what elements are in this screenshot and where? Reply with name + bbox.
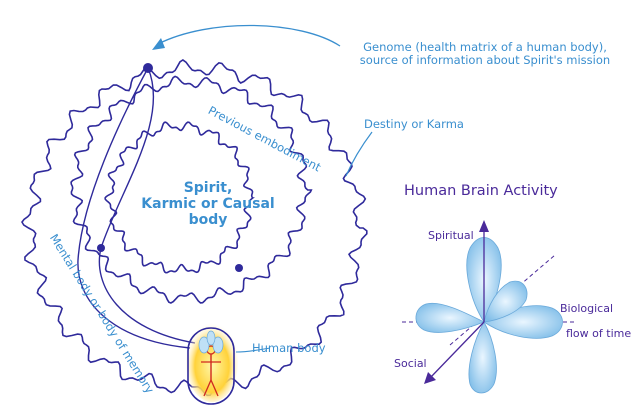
middle-wavy-loop xyxy=(70,75,313,304)
destiny-label: Destiny or Karma xyxy=(364,117,464,131)
spirit-label-line1: Spirit, xyxy=(183,180,233,196)
petal-upper-right xyxy=(483,280,528,323)
genome-node xyxy=(143,63,153,73)
brain-axis-diagonal xyxy=(449,254,556,346)
strand-to-body-3 xyxy=(100,67,155,249)
human-body-label: Human body xyxy=(252,341,326,355)
human-figure-icon xyxy=(198,330,224,397)
brain-activity-graph xyxy=(402,220,575,394)
spirit-label-line3: body xyxy=(188,212,228,229)
human-body-capsule xyxy=(187,327,235,405)
genome-label: Genome (health matrix of a human body), … xyxy=(340,40,630,68)
spiritual-arrowhead xyxy=(479,220,489,232)
spirit-center-label: Spirit, Karmic or Causal body xyxy=(138,180,278,228)
spirit-label-line2: Karmic or Causal xyxy=(141,196,275,213)
strand-to-body-2 xyxy=(98,247,196,344)
strand-to-body-1 xyxy=(77,67,191,349)
axis-label-flow-of-time: flow of time xyxy=(566,327,632,340)
petal-left xyxy=(415,302,485,333)
social-arrowhead xyxy=(424,372,436,384)
axis-label-biological: Biological xyxy=(560,302,614,315)
spirit-node-right xyxy=(235,264,243,272)
inner-wavy-loop xyxy=(104,121,255,274)
genome-arrowhead xyxy=(152,38,165,50)
genome-label-line2: source of information about Spirit's mis… xyxy=(359,53,611,68)
genome-label-line1: Genome (health matrix of a human body), xyxy=(363,40,607,54)
brain-axis-social xyxy=(429,321,485,379)
petal-lower xyxy=(468,321,497,394)
spirit-node-left xyxy=(97,244,105,252)
brain-activity-title: Human Brain Activity xyxy=(404,183,558,199)
destiny-leader xyxy=(345,131,373,177)
human-body-leader xyxy=(235,347,271,353)
axis-label-spiritual: Spiritual xyxy=(428,229,474,242)
outer-wavy-loop xyxy=(21,59,368,397)
axis-label-social: Social xyxy=(394,357,427,370)
genome-arrow xyxy=(157,24,341,47)
